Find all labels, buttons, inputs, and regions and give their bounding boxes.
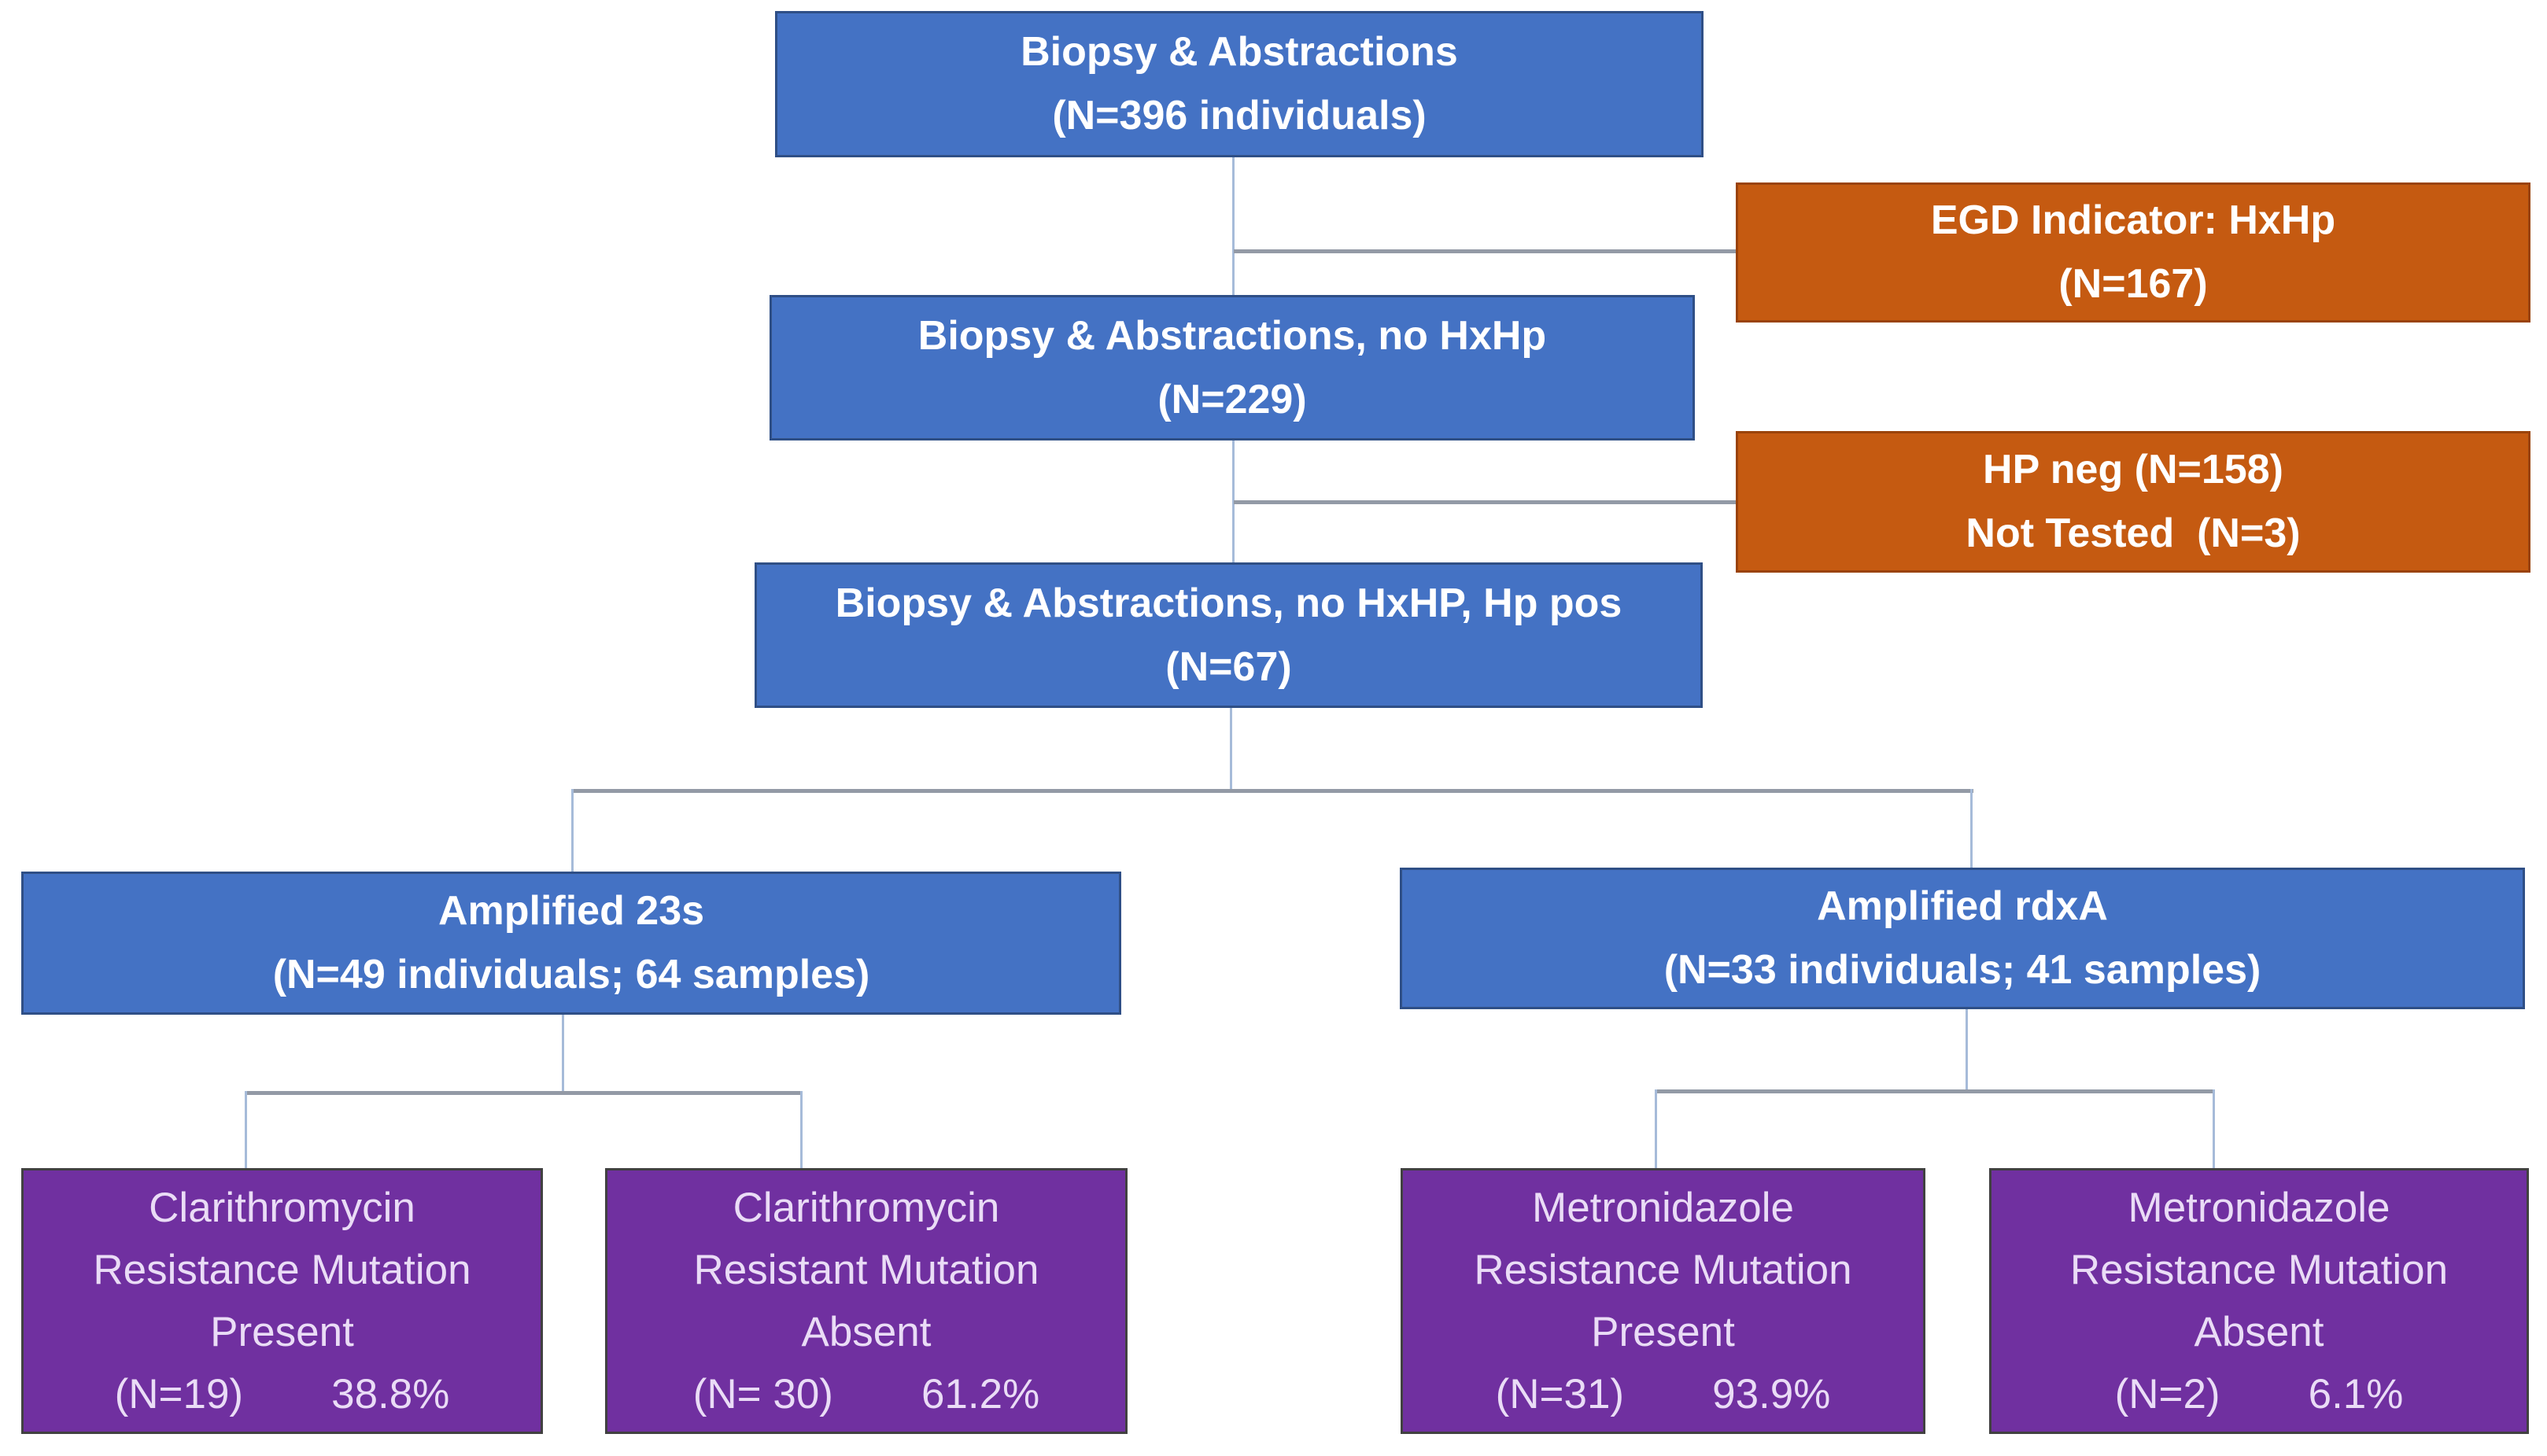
node-line: (N=49 individuals; 64 samples)	[272, 952, 870, 997]
connector-hppos-stub	[1230, 708, 1232, 792]
node-stat-line: (N=19) 38.8%	[115, 1366, 450, 1423]
node-line: Resistant Mutation	[693, 1246, 1039, 1293]
node-line: Resistance Mutation	[93, 1246, 471, 1293]
node-amplified-rdxa: Amplified rdxA (N=33 individuals; 41 sam…	[1400, 868, 2525, 1009]
node-hp-neg-not-tested: HP neg (N=158) Not Tested (N=3)	[1736, 431, 2530, 573]
node-egd-indicator: EGD Indicator: HxHp (N=167)	[1736, 182, 2530, 323]
n-count: (N= 30)	[692, 1371, 833, 1418]
percentage: 6.1%	[2308, 1371, 2404, 1418]
connector-drop-clar-present	[245, 1091, 247, 1168]
node-line: (N=167)	[2058, 261, 2208, 307]
node-stat-line: (N=31) 93.9%	[1496, 1366, 1831, 1423]
n-count: (N=2)	[2114, 1371, 2220, 1418]
node-stat-line: (N= 30) 61.2%	[693, 1366, 1039, 1423]
node-line: HP neg (N=158)	[1983, 447, 2283, 493]
node-line: Present	[210, 1309, 354, 1355]
node-biopsy-hp-pos: Biopsy & Abstractions, no HxHP, Hp pos (…	[755, 562, 1703, 708]
node-clarithromycin-absent: Clarithromycin Resistant Mutation Absent…	[605, 1168, 1128, 1434]
connector-biopsyall-to-nohxhp	[1232, 157, 1235, 295]
n-count: (N=31)	[1495, 1371, 1625, 1418]
percentage: 38.8%	[331, 1371, 450, 1418]
connector-amp23s-stub	[562, 1015, 564, 1094]
connector-branch-to-hpneg	[1234, 500, 1736, 504]
node-biopsy-abstractions: Biopsy & Abstractions (N=396 individuals…	[775, 11, 1704, 157]
node-amplified-23s: Amplified 23s (N=49 individuals; 64 samp…	[21, 872, 1121, 1015]
node-line: (N=396 individuals)	[1052, 93, 1427, 138]
node-line: Present	[1591, 1309, 1735, 1355]
n-count: (N=19)	[114, 1371, 244, 1418]
connector-amprdxa-stub	[1966, 1009, 1968, 1093]
node-line: Absent	[2194, 1309, 2324, 1355]
node-line: (N=33 individuals; 41 samples)	[1663, 947, 2261, 993]
node-line: Not Tested (N=3)	[1966, 511, 2301, 556]
connector-drop-amp23s	[571, 789, 574, 872]
node-biopsy-no-hxhp: Biopsy & Abstractions, no HxHp (N=229)	[770, 295, 1695, 440]
node-line: Resistance Mutation	[2069, 1246, 2449, 1293]
connector-drop-clar-absent	[800, 1091, 803, 1168]
node-line: (N=67)	[1165, 643, 1292, 690]
connector-nohxhp-to-hppos	[1232, 440, 1235, 562]
node-line: Biopsy & Abstractions	[1021, 29, 1458, 76]
node-line: Biopsy & Abstractions, no HxHP, Hp pos	[835, 580, 1622, 626]
node-metronidazole-present: Metronidazole Resistance Mutation Presen…	[1401, 1168, 1925, 1434]
node-line: Metronidazole	[2128, 1184, 2390, 1231]
percentage: 93.9%	[1712, 1371, 1831, 1418]
connector-branch-to-egd	[1234, 249, 1736, 253]
node-line: EGD Indicator: HxHp	[1930, 197, 2336, 244]
node-metronidazole-absent: Metronidazole Resistance Mutation Absent…	[1989, 1168, 2529, 1434]
connector-drop-metro-present	[1655, 1089, 1657, 1168]
node-line: Clarithromycin	[149, 1184, 415, 1231]
node-clarithromycin-present: Clarithromycin Resistance Mutation Prese…	[21, 1168, 543, 1434]
node-line: Amplified 23s	[437, 888, 705, 934]
connector-clar-branch	[245, 1091, 803, 1095]
connector-drop-amprdxa	[1970, 789, 1973, 868]
node-stat-line: (N=2) 6.1%	[2115, 1366, 2404, 1423]
connector-metro-branch	[1655, 1089, 2215, 1093]
node-line: Metronidazole	[1532, 1184, 1794, 1231]
percentage: 61.2%	[921, 1371, 1040, 1418]
node-line: Resistance Mutation	[1474, 1246, 1852, 1293]
node-line: Biopsy & Abstractions, no HxHp	[917, 312, 1547, 359]
node-line: (N=229)	[1157, 376, 1307, 422]
connector-main-branch	[571, 789, 1973, 793]
connector-drop-metro-absent	[2213, 1089, 2215, 1168]
node-line: Absent	[801, 1309, 932, 1355]
node-line: Amplified rdxA	[1817, 883, 2108, 930]
node-line: Clarithromycin	[733, 1184, 1000, 1231]
